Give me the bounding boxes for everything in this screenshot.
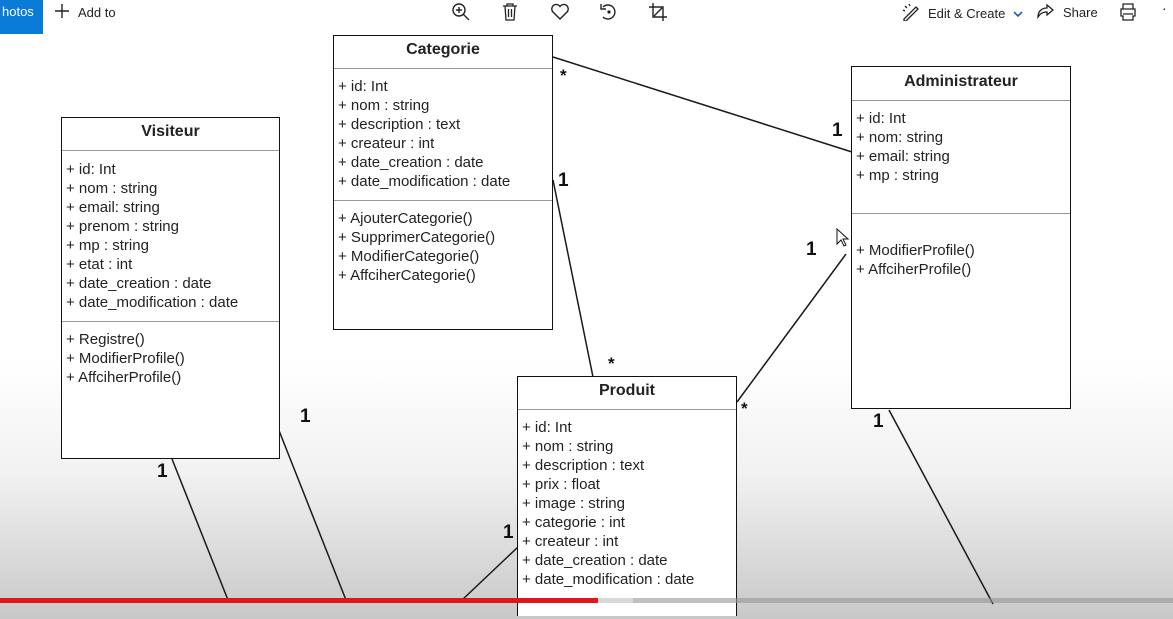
app-title: hotos	[2, 4, 34, 19]
video-progress-bar[interactable]	[0, 598, 1173, 603]
attribute: + mp : string	[856, 167, 939, 184]
share-icon	[1037, 3, 1055, 22]
app-title-tab[interactable]: hotos	[0, 0, 43, 34]
operation: + AjouterCategorie()	[338, 210, 473, 227]
plus-icon	[54, 3, 70, 22]
class-visiteur: Visiteur + id: Int + nom : string + emai…	[61, 117, 280, 459]
attribute: + createur : int	[522, 533, 619, 550]
association-visiteur-b	[277, 427, 347, 601]
multiplicity-label: 1	[503, 522, 514, 543]
delete-icon[interactable]	[499, 2, 521, 22]
attribute: + date_creation : date	[522, 552, 668, 569]
attribute: + nom : string	[338, 97, 430, 114]
attribute: + prix : float	[522, 476, 600, 493]
association-produit-left	[461, 546, 519, 601]
association-categorie-administrateur	[552, 56, 853, 153]
multiplicity-label: 1	[558, 170, 569, 191]
attribute: + date_modification : date	[338, 173, 511, 190]
operation: + ModifierCategorie()	[338, 248, 480, 265]
operation: + AffciherCategorie()	[338, 267, 476, 284]
edit-create-icon	[902, 3, 920, 24]
rotate-icon[interactable]	[598, 2, 620, 22]
attribute: + id: Int	[338, 78, 388, 95]
class-title: Produit	[518, 377, 736, 410]
print-icon[interactable]	[1118, 2, 1138, 27]
multiplicity-label: 1	[873, 411, 884, 432]
attribute: + createur : int	[338, 135, 435, 152]
operations-section: + ModifierProfile() + AffciherProfile()	[852, 214, 1070, 279]
attribute: + id: Int	[66, 161, 116, 178]
multiplicity-label: *	[741, 399, 748, 418]
edit-create-label: Edit & Create	[928, 6, 1006, 21]
association-categorie-produit	[552, 179, 594, 378]
multiplicity-label: 1	[157, 461, 168, 482]
attribute: + categorie : int	[522, 514, 625, 531]
association-administrateur-produit	[736, 253, 847, 403]
favorite-icon[interactable]	[549, 2, 571, 22]
attributes-section: + id: Int + nom : string + email: string…	[62, 151, 279, 322]
attribute: + nom : string	[66, 180, 158, 197]
attribute: + date_creation : date	[66, 275, 212, 292]
attribute: + id: Int	[856, 110, 906, 127]
zoom-in-icon[interactable]	[450, 2, 472, 22]
attribute: + image : string	[522, 495, 625, 512]
multiplicity-label: 1	[300, 406, 311, 427]
attribute: + nom: string	[856, 129, 944, 146]
operations-section: + AjouterCategorie() + SupprimerCategori…	[334, 201, 552, 285]
attribute: + id: Int	[522, 419, 572, 436]
class-title: Categorie	[334, 36, 552, 69]
class-title: Administrateur	[852, 67, 1070, 101]
video-progress-fill	[0, 598, 599, 603]
attributes-section: + id: Int + nom : string + description :…	[334, 69, 552, 201]
attributes-section: + id: Int + nom : string + description :…	[518, 410, 736, 589]
attribute: + date_modification : date	[66, 294, 239, 311]
attribute: + email: string	[856, 148, 950, 165]
attribute: + description : text	[522, 457, 645, 474]
attribute: + date_modification : date	[522, 571, 695, 588]
attribute: + prenom : string	[66, 218, 179, 235]
edit-create-button[interactable]: Edit & Create	[902, 3, 1023, 24]
attribute: + mp : string	[66, 237, 149, 254]
share-button[interactable]: Share	[1037, 3, 1098, 22]
class-title: Visiteur	[62, 118, 279, 151]
attribute: + description : text	[338, 116, 461, 133]
more-button[interactable]: ·	[1162, 0, 1167, 16]
multiplicity-label: *	[608, 354, 615, 373]
chevron-down-icon	[1013, 6, 1023, 21]
operation: + ModifierProfile()	[856, 242, 975, 259]
share-label: Share	[1063, 5, 1098, 20]
operation: + AffciherProfile()	[856, 261, 972, 278]
class-administrateur: Administrateur + id: Int + nom: string +…	[851, 66, 1071, 409]
photos-toolbar: hotos Add to Edit & Create Share	[0, 0, 1173, 34]
attribute: + date_creation : date	[338, 154, 484, 171]
multiplicity-label: *	[560, 66, 567, 85]
multiplicity-label: 1	[806, 239, 817, 260]
multiplicity-label: 1	[832, 120, 843, 141]
association-administrateur-bottom	[888, 409, 994, 605]
operation: + Registre()	[66, 331, 145, 348]
association-visiteur-a	[171, 458, 229, 601]
attribute: + nom : string	[522, 438, 614, 455]
attribute: + email: string	[66, 199, 160, 216]
operation: + AffciherProfile()	[66, 369, 182, 386]
operation: + SupprimerCategorie()	[338, 229, 496, 246]
class-produit: Produit + id: Int + nom : string + descr…	[517, 376, 737, 616]
add-to-button[interactable]: Add to	[54, 3, 116, 21]
crop-icon[interactable]	[647, 2, 669, 22]
attributes-section: + id: Int + nom: string + email: string …	[852, 101, 1070, 214]
operations-section: + Registre() + ModifierProfile() + Affci…	[62, 322, 279, 387]
add-to-label: Add to	[78, 4, 116, 20]
operation: + ModifierProfile()	[66, 350, 185, 367]
attribute: + etat : int	[66, 256, 133, 273]
mouse-cursor-icon	[836, 227, 850, 253]
class-categorie: Categorie + id: Int + nom : string + des…	[333, 35, 553, 330]
